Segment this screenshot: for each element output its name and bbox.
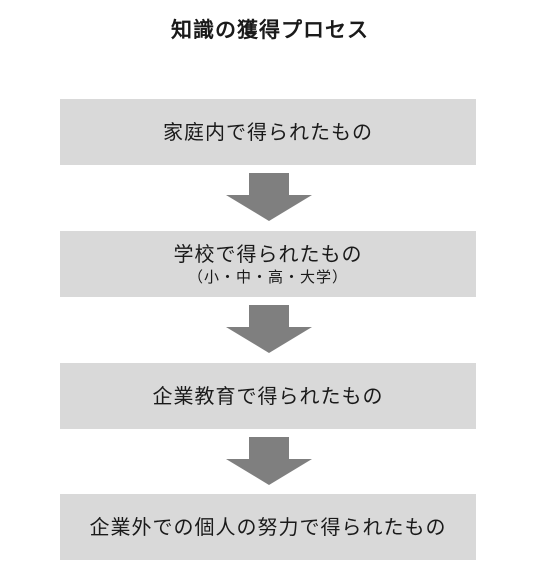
down-arrow-icon — [226, 173, 312, 221]
process-step-corporate-education: 企業教育で得られたもの — [60, 363, 476, 429]
process-step-personal-effort: 企業外での個人の努力で得られたもの — [60, 494, 476, 560]
diagram-title: 知識の獲得プロセス — [171, 18, 369, 42]
process-step-label: 家庭内で得られたもの — [163, 120, 373, 144]
process-step-home: 家庭内で得られたもの — [60, 99, 476, 165]
process-step-school: 学校で得られたもの （小・中・高・大学） — [60, 231, 476, 297]
process-step-sublabel: （小・中・高・大学） — [187, 268, 348, 286]
process-step-label: 企業教育で得られたもの — [152, 384, 384, 408]
process-step-label: 学校で得られたもの — [173, 242, 363, 266]
down-arrow-icon — [226, 305, 312, 353]
process-step-label: 企業外での個人の努力で得られたもの — [89, 515, 447, 539]
down-arrow-icon — [226, 437, 312, 485]
